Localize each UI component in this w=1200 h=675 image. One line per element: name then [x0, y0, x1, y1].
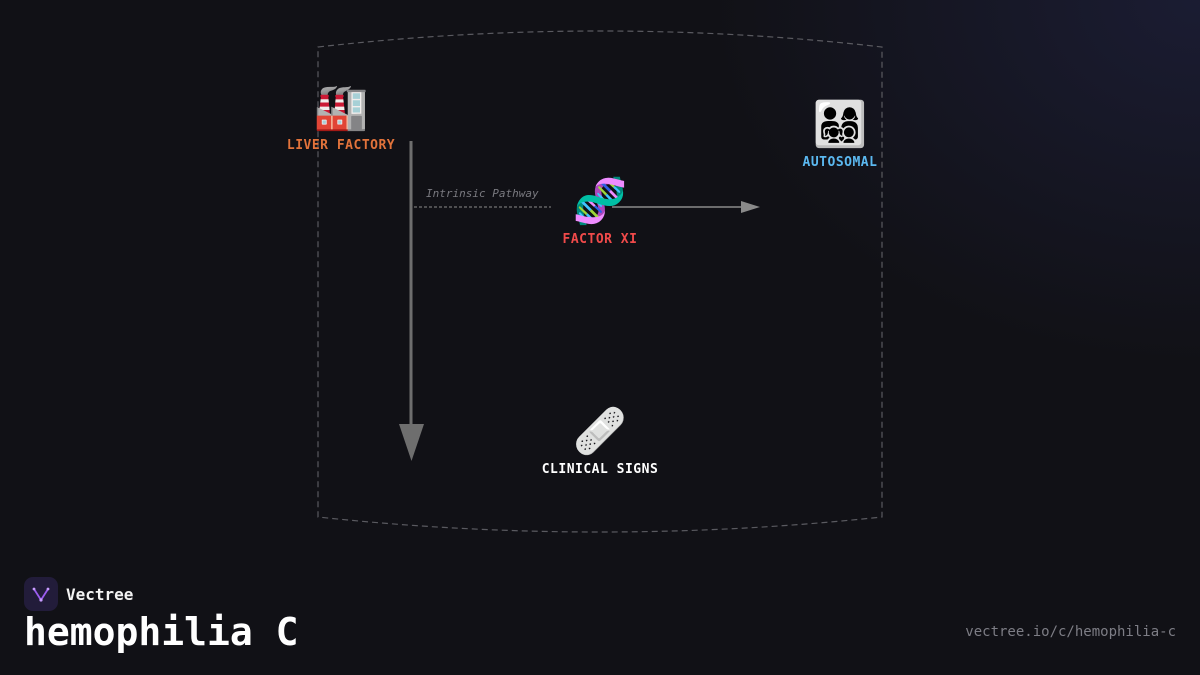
- page-url[interactable]: vectree.io/c/hemophilia-c: [965, 624, 1176, 640]
- page-title: hemophilia C: [24, 610, 299, 654]
- brand: Vectree: [24, 577, 133, 611]
- node-autosomal: 👨‍👩‍👧‍👦 AUTOSOMAL: [802, 99, 878, 171]
- edge-liver-to-clinical-arrowhead: [399, 424, 424, 461]
- node-factor-xi: 🧬 FACTOR XI: [562, 176, 638, 248]
- family-icon: 👨‍👩‍👧‍👦: [812, 99, 868, 150]
- node-label-autosomal: AUTOSOMAL: [802, 155, 878, 170]
- node-label-liver-factory: LIVER FACTORY: [286, 138, 396, 153]
- node-liver-factory: 🏭 LIVER FACTORY: [286, 82, 396, 154]
- brand-name: Vectree: [66, 584, 134, 604]
- dna-icon: 🧬: [572, 176, 628, 227]
- factory-icon: 🏭: [313, 82, 369, 133]
- boundary-frame: [317, 30, 883, 533]
- node-label-clinical-signs: CLINICAL SIGNS: [541, 462, 659, 477]
- edge-factor-to-autosomal-arrowhead: [741, 201, 760, 213]
- edge-label-intrinsic-pathway: Intrinsic Pathway: [426, 187, 539, 200]
- vectree-logo-icon: [24, 577, 58, 611]
- node-clinical-signs: 🩹 CLINICAL SIGNS: [541, 406, 659, 478]
- node-label-factor-xi: FACTOR XI: [562, 232, 638, 247]
- bandage-icon: 🩹: [572, 406, 628, 457]
